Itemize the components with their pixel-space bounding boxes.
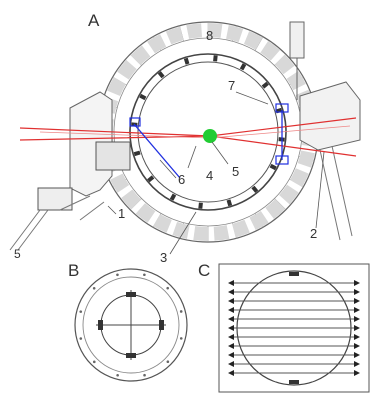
- panel-b-mounts: [98, 292, 164, 358]
- chamber-port: [147, 175, 155, 183]
- ring-segment-divider: [129, 53, 142, 66]
- panel-c-label: C: [198, 261, 210, 280]
- top-right-flange: [289, 21, 305, 59]
- sample-target: [203, 129, 217, 143]
- probe-mount-left: [129, 117, 141, 127]
- chamber-port: [183, 57, 190, 65]
- panel-c-right-marker: [354, 325, 360, 331]
- panel-c-beam-lines: [232, 282, 356, 374]
- left-feedthrough: [95, 141, 131, 171]
- callout-2: 2: [310, 226, 317, 241]
- callout-4: 4: [206, 168, 213, 183]
- left-pipe: [9, 209, 49, 251]
- panel-c-left-marker: [228, 370, 234, 376]
- panel-c-top-marker: [289, 272, 299, 384]
- panel-c-left-marker: [228, 298, 234, 304]
- callout-3: 3: [160, 250, 167, 265]
- chamber-port: [198, 202, 203, 209]
- panel-c-frame: [218, 263, 370, 393]
- callout-1: 1: [118, 206, 125, 221]
- ring-segment-divider: [129, 198, 142, 211]
- panel-b-bolt: [143, 273, 146, 277]
- panel-b-bolt: [116, 273, 119, 277]
- inner-chamber-wall: [129, 53, 287, 211]
- panel-c-left-marker: [228, 361, 234, 367]
- chamber-port: [139, 93, 147, 101]
- panel-c-right-markers: [354, 280, 360, 376]
- panel-b-label: B: [68, 261, 79, 280]
- callout-8: 8: [206, 28, 213, 43]
- callout-7: 7: [228, 78, 235, 93]
- panel-c-right-marker: [354, 289, 360, 295]
- panel-b-bolt: [179, 337, 183, 340]
- panel-c-left-marker: [228, 289, 234, 295]
- right-leg: [319, 145, 353, 241]
- chamber-port: [269, 163, 277, 171]
- panel-c-left-marker: [228, 334, 234, 340]
- chamber-port: [157, 71, 165, 79]
- panel-c-right-marker: [354, 361, 360, 367]
- chamber-ports: [131, 55, 285, 209]
- callout-6: 6: [178, 172, 185, 187]
- panel-c-left-marker: [228, 343, 234, 349]
- chamber-port: [133, 150, 141, 157]
- panel-b-bolt: [92, 286, 96, 290]
- panel-b-bolt: [79, 310, 83, 313]
- panel-b-bolt: [79, 337, 83, 340]
- callout-5: 5: [232, 164, 239, 179]
- panel-c-left-marker: [228, 325, 234, 331]
- panel-b-bolt: [92, 360, 96, 364]
- panel-b-ring: [82, 276, 180, 374]
- probe-mount-bottom: [275, 155, 289, 165]
- panel-a-diagram: A 1 2 3 4 5 6 7 8 5: [9, 11, 361, 265]
- panel-c-left-marker: [228, 352, 234, 358]
- chamber-port: [251, 185, 259, 193]
- panel-c-left-marker: [228, 280, 234, 286]
- panel-c-right-marker: [354, 370, 360, 376]
- panel-b-outer-circle: [74, 268, 188, 382]
- right-support: [299, 81, 361, 151]
- panel-b-diagram: B: [68, 261, 188, 382]
- probe-mount-top: [275, 103, 289, 113]
- panel-b-bolt: [166, 286, 170, 290]
- ring-segment-divider: [274, 198, 287, 211]
- left-pipe-2: [59, 195, 105, 221]
- leader-lines: [107, 91, 325, 255]
- panel-c-right-marker: [354, 334, 360, 340]
- panel-c-right-marker: [354, 343, 360, 349]
- panel-b-bolt: [116, 373, 119, 377]
- panel-c-diagram: C: [198, 261, 370, 393]
- panel-c-right-marker: [354, 316, 360, 322]
- chamber-port: [213, 55, 218, 62]
- panel-c-right-marker: [354, 307, 360, 313]
- panel-b-bolt: [166, 360, 170, 364]
- left-valve: [37, 187, 73, 211]
- panel-c-left-marker: [228, 316, 234, 322]
- panel-a-label: A: [88, 11, 100, 30]
- chamber-port: [169, 193, 177, 201]
- chamber-port: [239, 63, 247, 71]
- panel-c-right-marker: [354, 280, 360, 286]
- panel-b-bolt: [143, 373, 146, 377]
- panel-c-right-marker: [354, 352, 360, 358]
- panel-c-right-marker: [354, 298, 360, 304]
- panel-c-left-markers: [228, 280, 234, 376]
- chamber-port: [226, 199, 233, 207]
- ring-segment-divider: [274, 53, 287, 66]
- panel-b-bolts: [79, 273, 183, 377]
- panel-c-left-marker: [228, 307, 234, 313]
- panel-b-bolt: [179, 310, 183, 313]
- probe-line-left: [133, 123, 181, 179]
- callout-9: 5: [14, 247, 21, 261]
- chamber-port: [261, 81, 269, 89]
